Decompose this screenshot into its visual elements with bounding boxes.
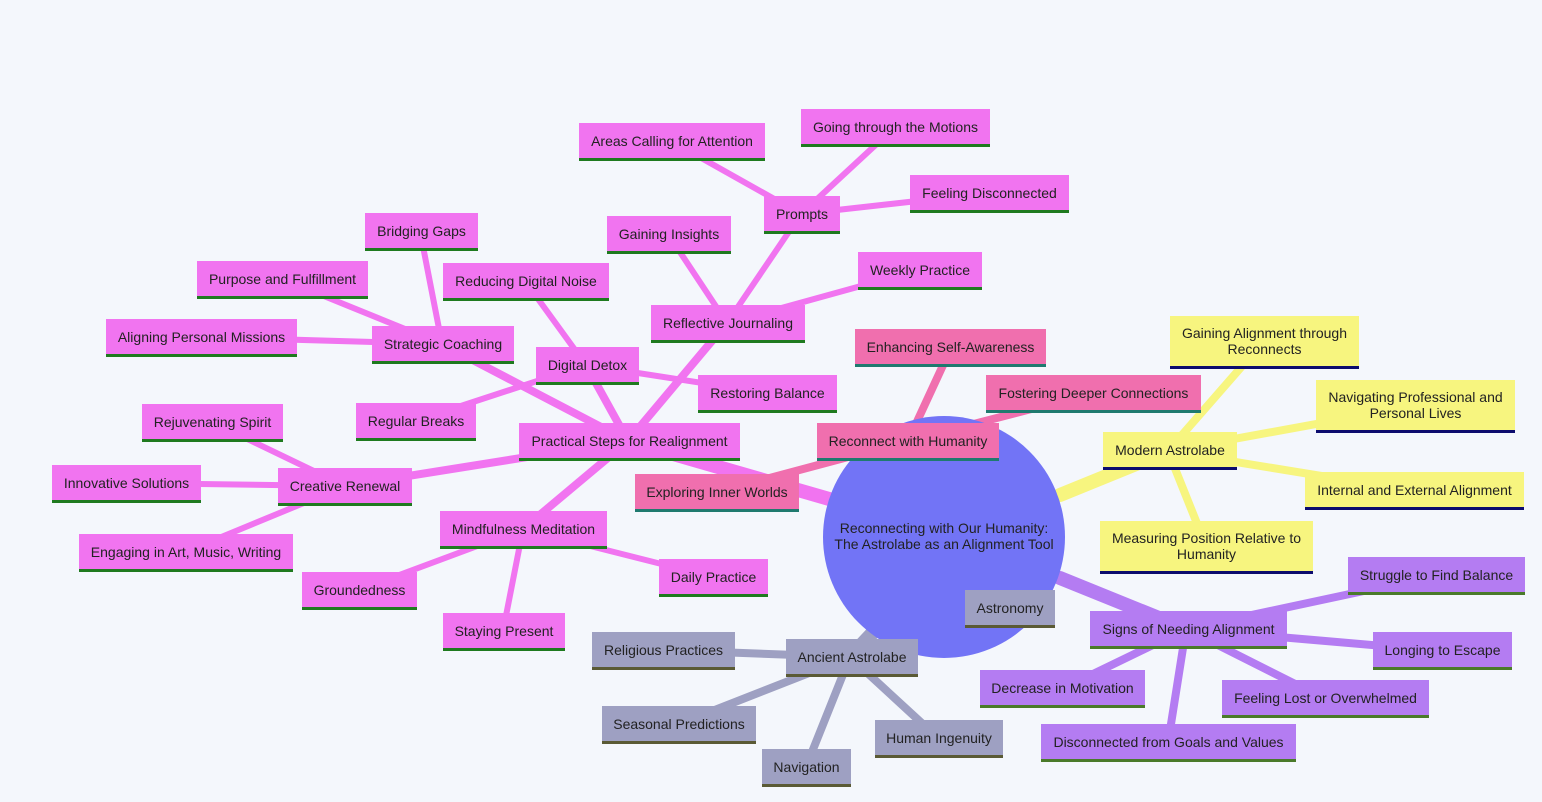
- node-purpose-fulfillment: Purpose and Fulfillment: [197, 261, 368, 299]
- node-practical-steps: Practical Steps for Realignment: [519, 423, 740, 461]
- node-modern-astrolabe: Modern Astrolabe: [1103, 432, 1237, 470]
- node-mindfulness-meditation: Mindfulness Meditation: [440, 511, 607, 549]
- node-regular-breaks: Regular Breaks: [356, 403, 476, 441]
- node-innovative-solutions: Innovative Solutions: [52, 465, 201, 503]
- node-digital-detox: Digital Detox: [536, 347, 639, 385]
- node-daily-practice: Daily Practice: [659, 559, 768, 597]
- node-bridging-gaps: Bridging Gaps: [365, 213, 478, 251]
- node-reflective-journaling: Reflective Journaling: [651, 305, 805, 343]
- node-prompts: Prompts: [764, 196, 840, 234]
- node-reconnect-humanity: Reconnect with Humanity: [817, 423, 999, 461]
- node-exploring-inner-worlds: Exploring Inner Worlds: [635, 474, 799, 512]
- root-title-line-2: The Astrolabe as an Alignment Tool: [834, 536, 1054, 552]
- node-gaining-alignment: Gaining Alignment through Reconnects: [1170, 316, 1359, 369]
- node-religious-practices: Religious Practices: [592, 632, 735, 670]
- node-gaining-insights: Gaining Insights: [607, 216, 731, 254]
- node-enhancing-self-awareness: Enhancing Self-Awareness: [855, 329, 1046, 367]
- node-reducing-digital-noise: Reducing Digital Noise: [443, 263, 609, 301]
- node-staying-present: Staying Present: [443, 613, 565, 651]
- node-groundedness: Groundedness: [302, 572, 417, 610]
- root-title-line-1: Reconnecting with Our Humanity:: [839, 520, 1049, 536]
- node-aligning-missions: Aligning Personal Missions: [106, 319, 297, 357]
- node-longing-escape: Longing to Escape: [1373, 632, 1512, 670]
- node-disconnected-goals: Disconnected from Goals and Values: [1041, 724, 1296, 762]
- node-areas-calling: Areas Calling for Attention: [579, 123, 765, 161]
- node-navigation: Navigation: [762, 749, 851, 787]
- node-ancient-astrolabe: Ancient Astrolabe: [786, 639, 918, 677]
- node-measuring-position: Measuring Position Relative to Humanity: [1100, 521, 1313, 574]
- node-going-motions: Going through the Motions: [801, 109, 990, 147]
- node-restoring-balance: Restoring Balance: [698, 375, 837, 413]
- node-decrease-motivation: Decrease in Motivation: [980, 670, 1145, 708]
- node-fostering-deeper-connections: Fostering Deeper Connections: [986, 375, 1201, 413]
- node-astronomy: Astronomy: [965, 590, 1055, 628]
- node-feeling-disconnected: Feeling Disconnected: [910, 175, 1069, 213]
- node-weekly-practice: Weekly Practice: [858, 252, 982, 290]
- node-rejuvenating-spirit: Rejuvenating Spirit: [142, 404, 283, 442]
- node-navigating-lives: Navigating Professional and Personal Liv…: [1316, 380, 1515, 433]
- root-node-label: Reconnecting with Our Humanity: The Astr…: [823, 520, 1065, 552]
- node-human-ingenuity: Human Ingenuity: [875, 720, 1003, 758]
- node-signs-needing-alignment: Signs of Needing Alignment: [1090, 611, 1287, 649]
- node-internal-external-alignment: Internal and External Alignment: [1305, 472, 1524, 510]
- node-struggle-balance: Struggle to Find Balance: [1348, 557, 1525, 595]
- node-strategic-coaching: Strategic Coaching: [372, 326, 514, 364]
- node-engaging-art: Engaging in Art, Music, Writing: [79, 534, 293, 572]
- node-feeling-lost: Feeling Lost or Overwhelmed: [1222, 680, 1429, 718]
- node-seasonal-predictions: Seasonal Predictions: [602, 706, 756, 744]
- node-creative-renewal: Creative Renewal: [278, 468, 412, 506]
